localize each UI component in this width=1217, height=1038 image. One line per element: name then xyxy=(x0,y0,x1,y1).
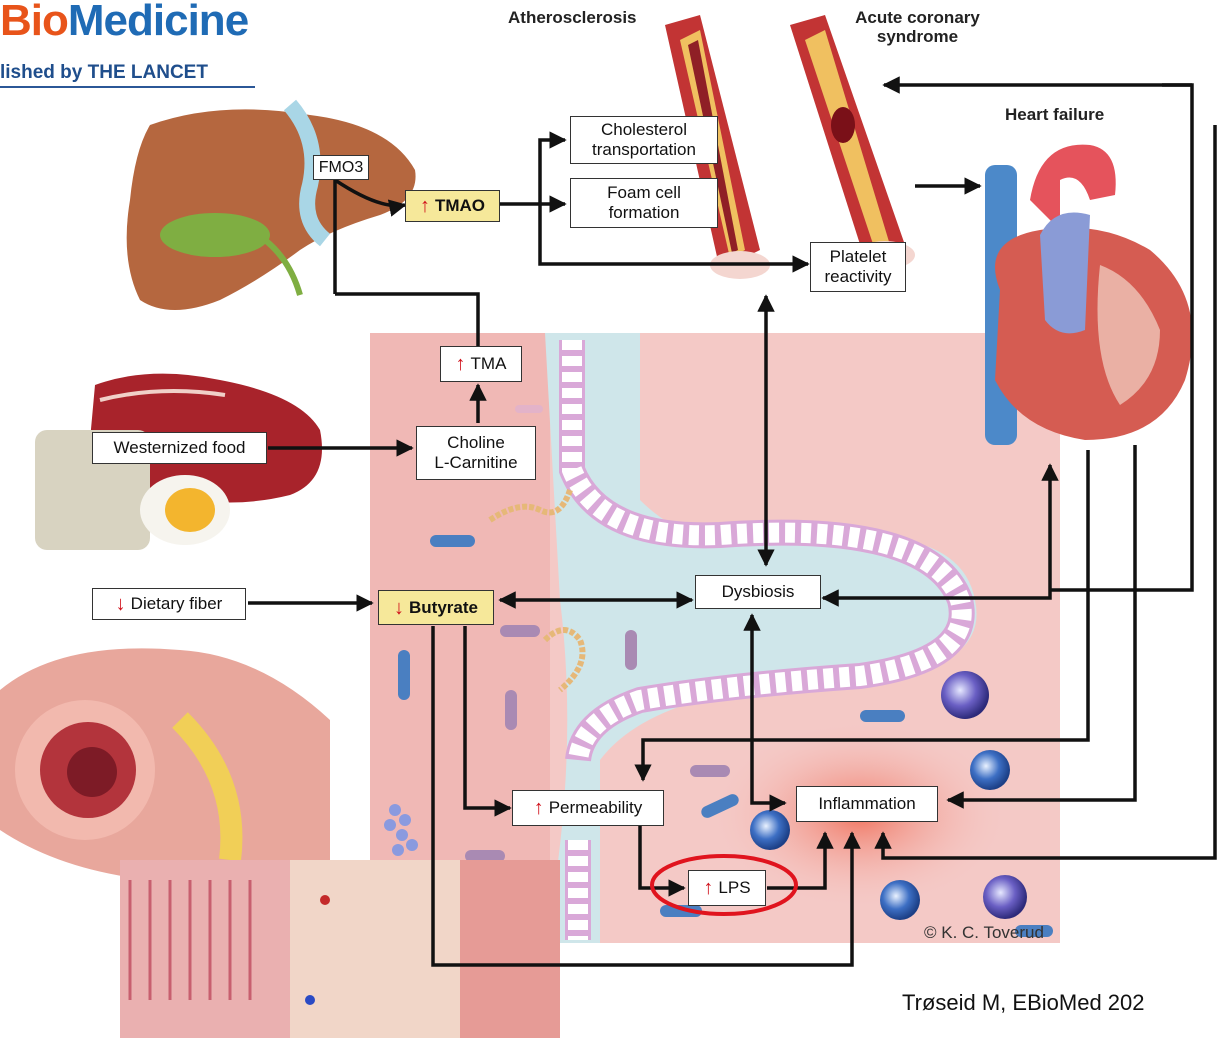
label-acute-coronary-syndrome: Acute coronary syndrome xyxy=(835,8,1000,46)
liver-illustration xyxy=(127,105,416,310)
label-atherosclerosis: Atherosclerosis xyxy=(508,8,637,27)
acs-line-1: Acute coronary xyxy=(835,8,1000,27)
permeability-label: Permeability xyxy=(549,798,643,818)
box-fmo3: FMO3 xyxy=(313,155,369,180)
dietary-fiber-label: Dietary fiber xyxy=(131,594,223,614)
citation: Trøseid M, EBioMed 202 xyxy=(902,990,1145,1016)
box-tma: ↑TMA xyxy=(440,346,522,382)
box-lps: ↑LPS xyxy=(688,870,766,906)
illustrator-credit: © K. C. Toverud xyxy=(924,923,1044,943)
box-cholesterol-transportation: Cholesterol transportation xyxy=(570,116,718,164)
up-arrow-icon: ↑ xyxy=(420,196,430,216)
cholesterol-line-2: transportation xyxy=(592,140,696,160)
choline-line-2: L-Carnitine xyxy=(434,453,517,473)
gut-panel xyxy=(370,333,1060,943)
box-dysbiosis: Dysbiosis xyxy=(695,575,821,609)
platelet-line-1: Platelet xyxy=(830,247,887,267)
heart-illustration xyxy=(985,145,1192,445)
box-choline-l-carnitine: Choline L-Carnitine xyxy=(416,426,536,480)
label-heart-failure: Heart failure xyxy=(1005,105,1104,124)
platelet-line-2: reactivity xyxy=(824,267,891,287)
up-arrow-icon: ↑ xyxy=(456,354,466,374)
up-arrow-icon: ↑ xyxy=(703,878,713,898)
butyrate-label: Butyrate xyxy=(409,598,478,618)
box-dietary-fiber: ↓Dietary fiber xyxy=(92,588,246,620)
box-foam-cell-formation: Foam cell formation xyxy=(570,178,718,228)
box-platelet-reactivity: Platelet reactivity xyxy=(810,242,906,292)
box-westernized-food: Westernized food xyxy=(92,432,267,464)
lps-label: LPS xyxy=(718,878,750,898)
choline-line-1: Choline xyxy=(447,433,505,453)
tmao-label: TMAO xyxy=(435,196,485,216)
up-arrow-icon: ↑ xyxy=(534,798,544,818)
foam-line-2: formation xyxy=(609,203,680,223)
down-arrow-icon: ↓ xyxy=(116,594,126,614)
box-tmao: ↑TMAO xyxy=(405,190,500,222)
box-inflammation: Inflammation xyxy=(796,786,938,822)
cholesterol-line-1: Cholesterol xyxy=(601,120,687,140)
foam-line-1: Foam cell xyxy=(607,183,681,203)
tma-label: TMA xyxy=(471,354,507,374)
acs-line-2: syndrome xyxy=(835,27,1000,46)
box-butyrate: ↓Butyrate xyxy=(378,590,494,625)
box-permeability: ↑Permeability xyxy=(512,790,664,826)
down-arrow-icon: ↓ xyxy=(394,598,404,618)
